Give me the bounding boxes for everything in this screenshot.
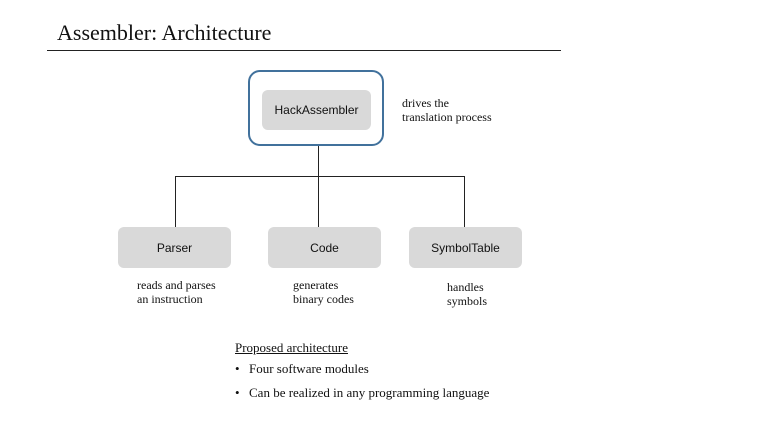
hackassembler-note: drives the translation process (402, 96, 492, 124)
bullet-text: Can be realized in any programming langu… (249, 385, 490, 400)
hackassembler-note-line2: translation process (402, 110, 492, 124)
hackassembler-label: HackAssembler (274, 103, 359, 117)
symboltable-label: SymbolTable (431, 240, 500, 255)
connector-trunk (318, 131, 319, 227)
parser-note-line2: an instruction (137, 292, 203, 306)
code-note-line2: binary codes (293, 292, 354, 306)
connector-parser (175, 176, 176, 227)
parser-note: reads and parses an instruction (137, 278, 216, 306)
code-note: generates binary codes (293, 278, 354, 306)
parser-note-line1: reads and parses (137, 278, 216, 292)
code-module: Code (268, 227, 381, 268)
code-note-line1: generates (293, 278, 339, 292)
bullet-item: • Can be realized in any programming lang… (235, 385, 489, 401)
symboltable-note-line1: handles (447, 280, 484, 294)
parser-module: Parser (118, 227, 231, 268)
parser-label: Parser (156, 240, 193, 255)
symboltable-note: handles symbols (447, 280, 487, 308)
bullet-text: Four software modules (249, 361, 369, 376)
hackassembler-note-line1: drives the (402, 96, 449, 110)
section-heading: Proposed architecture (235, 340, 348, 355)
connector-symboltable (464, 176, 465, 227)
title-underline (47, 50, 561, 51)
code-label: Code (310, 240, 339, 255)
hackassembler-module: HackAssembler (262, 90, 371, 130)
symboltable-note-line2: symbols (447, 294, 488, 308)
bullet-icon: • (235, 361, 240, 376)
bullet-list: • Four software modules • Can be realized … (235, 361, 489, 409)
bullet-item: • Four software modules (235, 361, 489, 377)
connector-horizontal (175, 176, 465, 177)
slide-title: Assembler: Architecture (57, 20, 272, 45)
bullet-icon: • (235, 385, 240, 400)
symboltable-module: SymbolTable (409, 227, 522, 268)
